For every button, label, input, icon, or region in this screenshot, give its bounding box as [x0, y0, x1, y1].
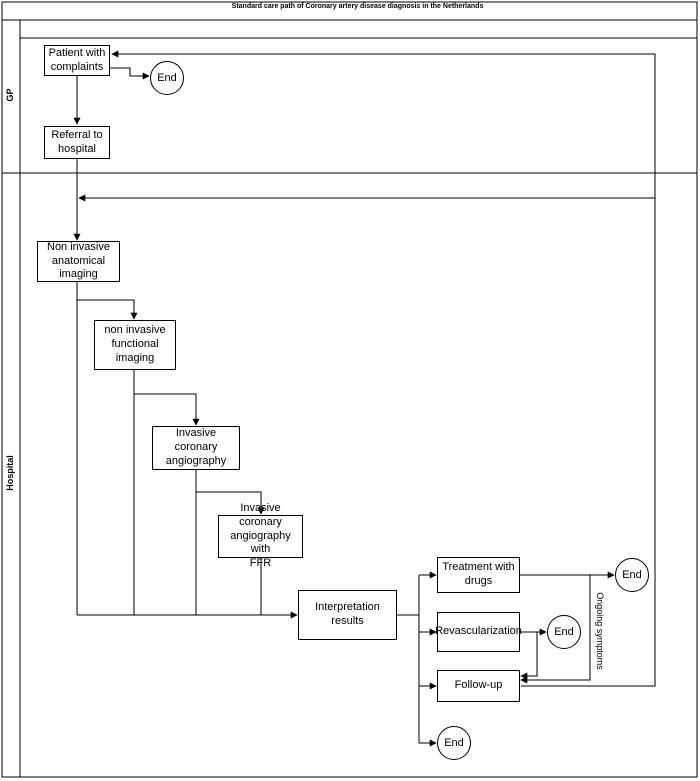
node-non-invasive-functional-imaging: non invasive functional imaging	[94, 320, 176, 370]
node-treatment-with-drugs: Treatment with drugs	[437, 557, 520, 593]
diagram-title: Standard care path of Coronary artery di…	[231, 3, 484, 10]
node-invasive-coronary-angiography-ffr: Invasive coronary angiography with FFR	[218, 502, 303, 569]
edge-followup-gp	[111, 50, 656, 198]
node-end-revascularization: End	[547, 615, 581, 649]
edge-patient-end	[110, 67, 150, 80]
edge-ongoing-symptoms	[520, 575, 591, 684]
node-follow-up: Follow-up	[437, 670, 520, 702]
node-end-gp: End	[150, 61, 184, 95]
node-patient-with-complaints: Patient with complaints	[44, 45, 110, 76]
node-invasive-coronary-angiography: Invasive coronary angiography	[152, 426, 240, 470]
lane-label-gp: GP	[5, 88, 15, 102]
node-revascularization: Revascularization	[435, 612, 522, 652]
edge-followup-hospital	[78, 194, 656, 687]
node-non-invasive-anatomical-imaging: Non invasive anatomical imaging	[37, 241, 120, 282]
node-referral-to-hospital: Referral to hospital	[44, 126, 110, 159]
connectors	[73, 50, 656, 747]
edge-functional-invasive	[133, 370, 200, 426]
edge-label-ongoing-symptoms: Ongoing symptoms	[595, 592, 605, 670]
lane-label-hospital: Hospital	[5, 455, 15, 491]
node-end-branch: End	[437, 726, 471, 760]
node-interpretation-results: Interpretation results	[298, 590, 397, 640]
node-end-drugs: End	[615, 558, 649, 592]
edge-anatomical-functional	[76, 282, 138, 320]
edge-revasc-followup	[520, 632, 538, 680]
